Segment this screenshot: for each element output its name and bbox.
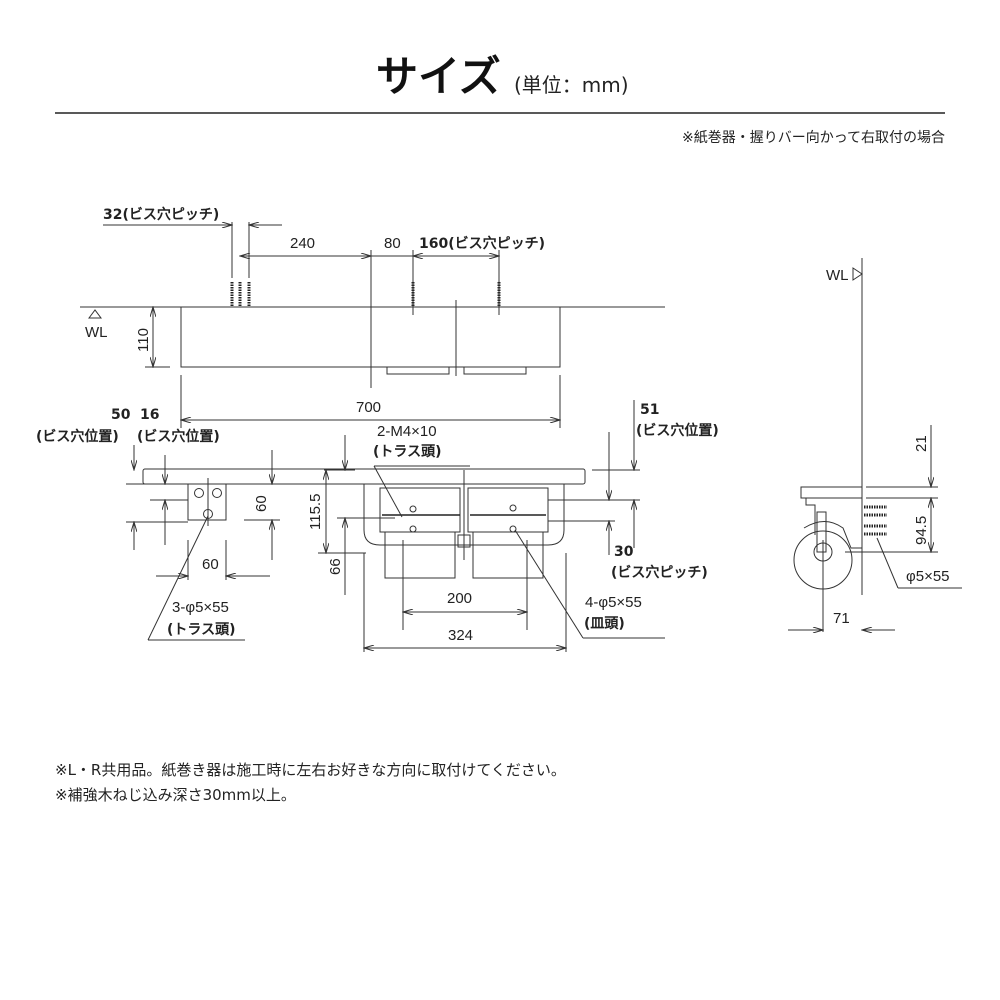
note-2: ※補強木ねじ込み深さ30mm以上。 [55,786,296,804]
dim-240: 240 [290,235,315,252]
side-view: WL 21 94.5 φ5×55 71 [788,258,962,632]
dim-16: 16 [140,407,159,423]
screw-4-head: (皿頭) [584,616,625,632]
dim-700: 700 [356,399,381,416]
wl-triangle-icon [852,267,863,281]
dim-160-label: 160(ビス穴ピッチ) [419,235,545,252]
screw-hole-icon [409,504,517,533]
dim-30: 30 [614,544,634,560]
front-view: 50 16 (ビス穴位置) (ビス穴位置) 60 60 3-φ5×55 (トラス… [36,400,719,652]
dim-51: 51 [640,402,659,418]
dim-71: 71 [833,610,850,627]
side-screw-label: φ5×55 [906,568,950,585]
dim-66: 66 [327,558,344,575]
dim-115-5: 115.5 [307,494,324,530]
dim-94-5: 94.5 [913,516,930,545]
pos-label-right: (ビス穴位置) [636,422,719,439]
screw-3-head: (トラス頭) [167,622,236,638]
dim-32-label: 32(ビス穴ピッチ) [103,206,219,223]
dim-324: 324 [448,627,473,644]
page-title: サイズ [376,52,501,101]
dim-21: 21 [913,435,930,452]
pitch-30-label: (ビス穴ピッチ) [611,564,708,581]
screw-hole-icon [194,478,222,526]
screw-4-label: 4-φ5×55 [585,594,642,611]
m4-head: (トラス頭) [373,444,442,460]
note-1: ※L・R共用品。紙巻き器は施工時に左右お好きな方向に取付けてください。 [55,761,566,779]
dim-60-vertical: 60 [253,495,270,512]
pos-label-left: (ビス穴位置) [36,428,119,445]
dim-110: 110 [135,328,152,352]
wl-label: WL [85,324,108,341]
top-view: 32(ビス穴ピッチ) 240 80 160(ビス穴ピッチ) WL 110 700 [80,206,665,428]
dim-50: 50 [111,407,131,423]
dim-200: 200 [447,590,472,607]
side-wl-label: WL [826,267,849,284]
screw-icon [864,505,887,536]
orientation-note: ※紙巻器・握りバー向かって右取付の場合 [682,130,945,146]
screw-3-label: 3-φ5×55 [172,599,229,616]
screw-icon [230,282,501,307]
pos-label-mid: (ビス穴位置) [137,428,220,445]
dim-60-horizontal: 60 [202,556,219,573]
wl-triangle-icon [88,309,102,319]
m4-label: 2-M4×10 [377,423,437,440]
dim-80: 80 [384,235,401,252]
unit-label: (単位：mm) [514,73,629,97]
